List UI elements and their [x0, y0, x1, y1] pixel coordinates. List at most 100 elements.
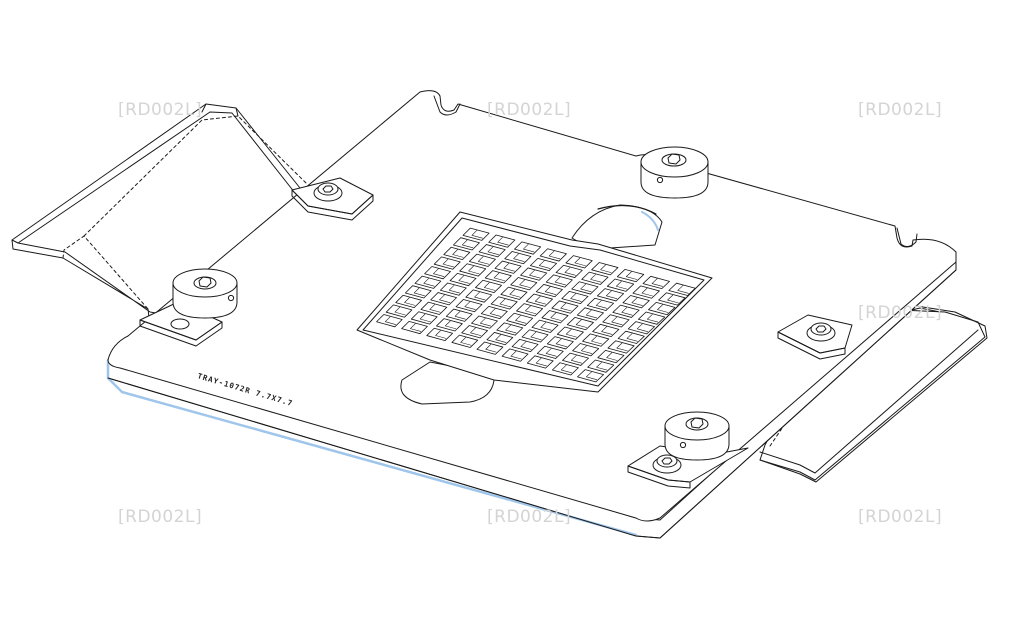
grid-cell — [571, 281, 599, 295]
grid-cell — [510, 277, 538, 291]
grid-cell — [459, 263, 487, 277]
grid-cell — [591, 262, 619, 276]
grid-cell — [484, 270, 512, 284]
grid-cell-wall — [433, 268, 445, 277]
grid-cell-wall — [590, 274, 602, 283]
watermark: [RD002L] — [858, 303, 943, 323]
grid-cell-wall — [497, 237, 509, 246]
grid-cell-wall — [550, 312, 562, 321]
grid-cell-wall — [667, 294, 679, 304]
grid-cell — [587, 359, 615, 373]
grid-cell — [562, 352, 589, 366]
grid-cell-wall — [606, 352, 618, 361]
grid-cell — [642, 275, 670, 290]
grid-cell — [433, 256, 461, 270]
grid-cell-wall — [585, 309, 598, 319]
grid-cell-wall — [461, 239, 474, 249]
grid-cell — [556, 326, 584, 340]
grid-cell — [501, 348, 529, 362]
grid-cell-wall — [474, 291, 486, 301]
grid-cell — [572, 343, 600, 357]
grid-cell — [449, 272, 477, 287]
grid-cell — [520, 267, 548, 281]
grid-cell-wall — [636, 323, 648, 332]
grid-cell — [461, 325, 488, 339]
grid-cell-wall — [548, 250, 561, 260]
grid-cell-wall — [570, 293, 582, 302]
grid-cell-wall — [625, 271, 638, 280]
grid-cell — [535, 284, 563, 298]
grid-cell — [476, 341, 504, 355]
grid-cell-wall — [460, 337, 472, 346]
grid-cell — [577, 369, 604, 383]
hex-screw-icon — [313, 182, 343, 202]
grid-cell-wall — [487, 246, 499, 255]
grid-cell-wall — [489, 308, 501, 317]
grid-cell — [581, 271, 609, 285]
grid-cell-wall — [484, 282, 496, 291]
grid-cell — [410, 311, 438, 325]
grid-cell-wall — [503, 263, 515, 272]
grid-cell — [617, 330, 645, 344]
grid-cell — [566, 317, 594, 331]
grid-cell — [445, 308, 473, 322]
grid-cell-wall — [586, 371, 598, 380]
grid-cell-wall — [540, 322, 552, 331]
grid-cell-wall — [505, 324, 517, 334]
grid-cell-wall — [495, 334, 507, 343]
grid-cell — [525, 293, 553, 307]
grid-cell-wall — [677, 285, 689, 294]
grid-cell-wall — [444, 320, 457, 330]
grid-cell-wall — [394, 306, 406, 316]
grid-cell — [420, 301, 448, 315]
grid-cell-wall — [600, 264, 612, 273]
grid-cell — [376, 314, 403, 328]
grid-cell-wall — [545, 348, 557, 357]
grid-cell-wall — [601, 326, 613, 335]
grid-cell — [404, 285, 432, 299]
grid-cell — [443, 246, 471, 261]
grid-cell — [496, 322, 524, 336]
grid-cell — [401, 320, 428, 335]
grid-cell-wall — [565, 329, 577, 338]
grid-cell-wall — [534, 296, 547, 305]
grid-cell-wall — [384, 316, 396, 325]
grid-cell — [385, 304, 413, 318]
grid-cell-wall — [581, 345, 593, 354]
grid-cell — [506, 312, 534, 326]
grid-cell — [607, 340, 635, 354]
grid-cell — [526, 355, 554, 369]
grid-cell — [565, 255, 593, 269]
knurled-nut-icon — [172, 268, 238, 319]
watermark: [RD002L] — [487, 100, 572, 120]
grid-cell — [395, 294, 422, 309]
knurled-nut-icon — [640, 146, 709, 199]
grid-cell-wall — [641, 287, 653, 297]
grid-cell-wall — [404, 297, 416, 306]
grid-cell — [516, 303, 543, 317]
grid-cell — [576, 307, 604, 321]
hex-screw-icon — [806, 322, 836, 342]
grid-cell-wall — [442, 258, 454, 268]
grid-cell-wall — [580, 283, 592, 293]
grid-cell — [627, 321, 655, 335]
grid-cell-wall — [615, 281, 628, 290]
grid-cell — [597, 349, 625, 364]
grid-cell — [475, 279, 502, 293]
grid-cell-wall — [439, 294, 451, 303]
grid-cell-wall — [616, 342, 628, 352]
grid-cell — [462, 227, 490, 241]
grid-cell-wall — [538, 260, 551, 269]
grid-cell — [539, 248, 567, 262]
grid-cell-wall — [519, 279, 531, 288]
knurled-nut-icon — [664, 411, 730, 461]
grid-cell — [430, 292, 457, 306]
grid-cell — [531, 319, 559, 333]
grid-cell-wall — [626, 333, 638, 342]
grid-cell — [500, 286, 528, 300]
grid-cell — [648, 301, 676, 316]
grid-cell-wall — [470, 327, 482, 336]
grid-cell — [582, 333, 610, 347]
watermark: [RD002L] — [858, 100, 943, 120]
